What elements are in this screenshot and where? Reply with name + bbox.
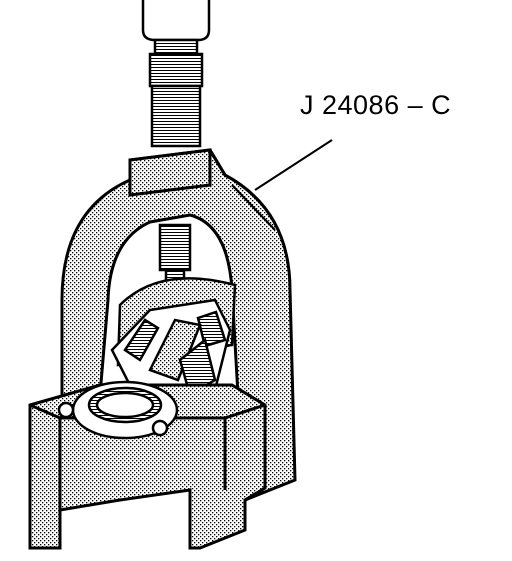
- fixture-arch: [60, 148, 297, 503]
- tool-number-label: J 24086 – C: [300, 90, 452, 120]
- press-ram: [141, 0, 211, 148]
- connecting-rod-assembly: [110, 277, 237, 407]
- callout-leader-line: [254, 139, 333, 191]
- rod-big-end: [57, 380, 179, 440]
